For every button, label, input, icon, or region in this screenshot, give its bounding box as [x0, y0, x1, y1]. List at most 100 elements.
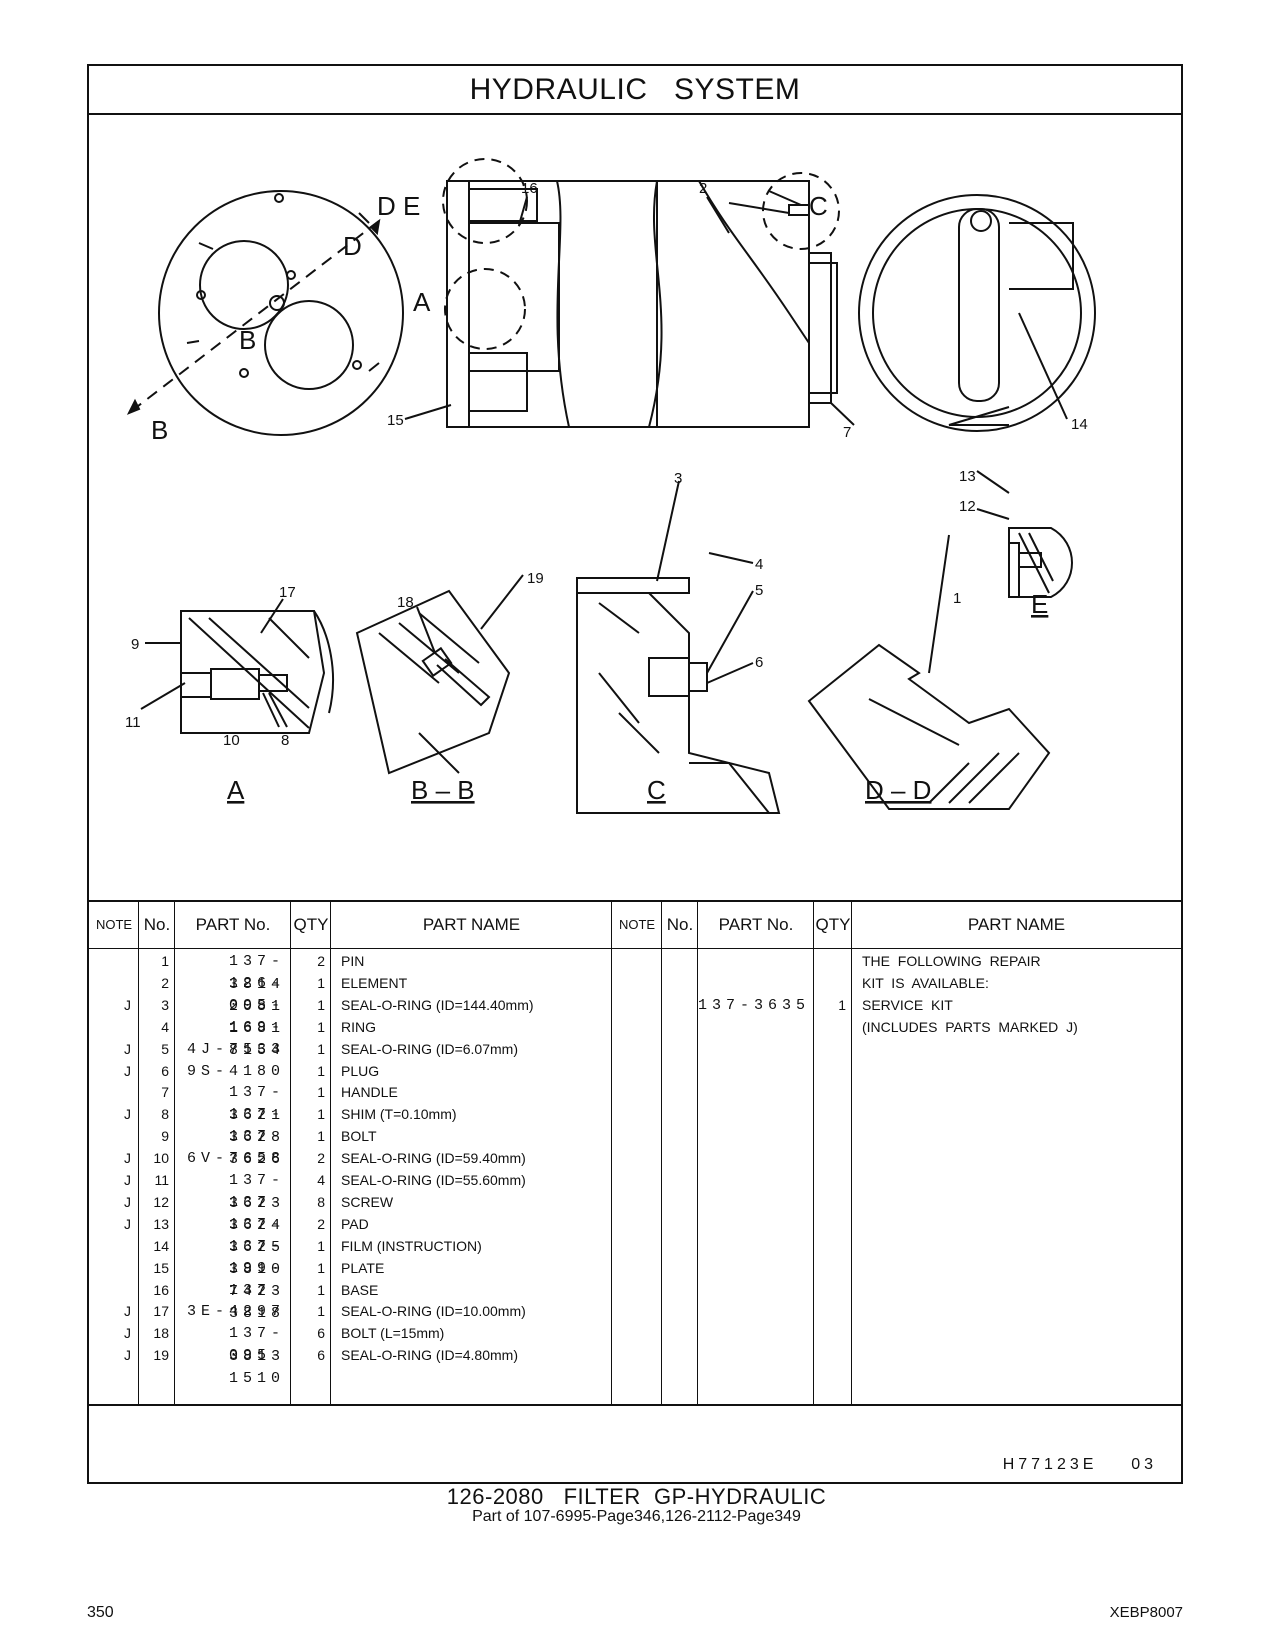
header-part-name-right: PART NAME [967, 915, 1066, 934]
cell-part-no: 3E-4297 [186, 1303, 285, 1321]
cell-no: 18 [153, 1325, 169, 1342]
cell-qty: 2 [317, 1150, 325, 1167]
cell-part-name: HANDLE [341, 1084, 398, 1101]
cell-qty: 1 [317, 1062, 325, 1079]
cell-part-name: SCREW [341, 1193, 394, 1210]
cell-qty: 1 [317, 996, 325, 1013]
col-note-right [612, 902, 662, 1404]
header-no: No. [143, 915, 171, 934]
callout-6: 6 [755, 654, 763, 671]
callout-17: 17 [279, 584, 296, 601]
col-no-right [662, 902, 698, 1404]
header-qty-right: QTY [815, 915, 851, 934]
cell-part-name: BOLT (L=15mm) [341, 1325, 445, 1342]
cell-note [89, 1016, 131, 1039]
cell-part-no: 126-2081 [228, 974, 285, 1015]
cell-part-no: 137-3813 [228, 1325, 285, 1366]
group-title: 126-2080 FILTER GP-HYDRAULIC [446, 1484, 827, 1509]
illustration-code: H77123E 03 [1002, 1456, 1157, 1473]
cell-part-no: 4J-7533 [186, 1040, 285, 1058]
cell-qty: 1 [317, 1040, 325, 1057]
cell-part-name: RING [341, 1018, 376, 1035]
table-row: 4 169-8154 1 RING [89, 1016, 1181, 1059]
cell-no: 15 [153, 1259, 169, 1276]
cell-part-name: SHIM (T=0.10mm) [341, 1106, 457, 1123]
cell-no: 11 [154, 1172, 169, 1188]
cell-qty: 1 [317, 1303, 325, 1320]
cell-qty: 6 [317, 1347, 325, 1364]
cell-part-name: BOLT [341, 1128, 377, 1145]
cell-part-no: 9S-4180 [186, 1062, 285, 1080]
kit-note: THE FOLLOWING REPAIR KIT IS AVAILABLE: S… [862, 950, 1078, 1038]
cell-part-no: 137-3818 [228, 1281, 285, 1322]
cell-part-no: 169-8154 [228, 1018, 285, 1059]
cell-part-no: 137-3814 [228, 953, 285, 993]
part-of-reference: Part of 107-6995-Page346,126-2112-Page34… [472, 1508, 801, 1525]
header-no-right: No. [666, 915, 694, 934]
cell-part-no: 137-3626 [228, 1128, 285, 1169]
kit-part-no: 137-3635 [698, 997, 811, 1014]
callout-9: 9 [131, 636, 139, 653]
cell-part-no: 095-1510 [228, 1347, 285, 1388]
view-label-e: E [1031, 589, 1048, 619]
cell-note [89, 972, 131, 995]
callout-4: 4 [755, 556, 763, 573]
callout-19: 19 [527, 570, 544, 587]
cell-qty: 1 [317, 974, 325, 991]
kit-qty: 1 [838, 997, 846, 1013]
table-header: NOTE No. PART No. QTY PART NAME NOTE No.… [89, 902, 1181, 949]
cell-qty: 1 [317, 1128, 325, 1145]
cell-note [89, 950, 131, 973]
cell-note: J [124, 1215, 131, 1232]
cell-part-name: SEAL-O-RING (ID=144.40mm) [341, 996, 534, 1013]
cell-part-name: PLUG [341, 1062, 380, 1079]
cell-part-name: ELEMENT [341, 974, 408, 991]
kit-note-line: SERVICE KIT [862, 997, 953, 1013]
cell-note: J [124, 1303, 131, 1320]
header-part-name: PART NAME [422, 915, 521, 934]
cell-note [89, 1235, 131, 1258]
page-number: 350 [87, 1604, 114, 1621]
header-note: NOTE [95, 917, 133, 932]
cell-note: J [124, 1150, 131, 1167]
section-marker-e: E [403, 191, 420, 221]
view-label-bb: B – B [411, 775, 475, 805]
callout-11: 11 [125, 714, 141, 731]
end-plate-outline [158, 190, 404, 436]
cell-part-no: 137-3810 [228, 1237, 285, 1278]
callout-14: 14 [1071, 416, 1088, 433]
cell-no: 8 [161, 1106, 169, 1123]
cell-no: 7 [161, 1084, 169, 1101]
cell-qty: 1 [317, 1084, 325, 1101]
kit-note-line: KIT IS AVAILABLE: [862, 975, 989, 991]
cell-note [89, 1257, 131, 1280]
section-marker-b-lower: B [151, 415, 168, 445]
cell-no: 6 [161, 1062, 169, 1079]
callout-18: 18 [397, 594, 414, 611]
cell-no: 4 [161, 1018, 169, 1035]
cell-qty: 1 [317, 1237, 325, 1254]
callout-15: 15 [387, 412, 404, 429]
cell-note: J [124, 1172, 131, 1188]
kit-note-line: THE FOLLOWING REPAIR [862, 953, 1041, 969]
cell-part-no: 6V-7658 [186, 1150, 285, 1168]
view-label-dd: D – D [865, 775, 931, 805]
cell-note [89, 1081, 131, 1104]
callout-3: 3 [674, 470, 682, 487]
callout-10: 10 [223, 732, 240, 749]
section-marker-a: A [413, 287, 431, 317]
cell-qty: 2 [317, 1215, 325, 1232]
cell-note [89, 1279, 131, 1302]
cell-part-no: 137-3623 [228, 1172, 285, 1212]
cell-part-no: 137-3624 [228, 1193, 285, 1234]
